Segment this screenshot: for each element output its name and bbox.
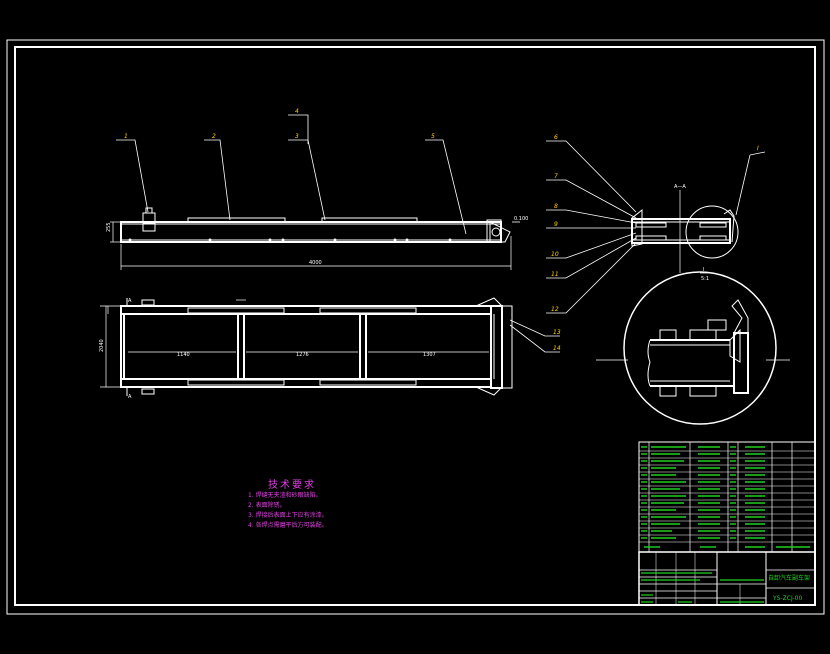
dim-height: 255: [106, 222, 112, 232]
labels: 1 2 4 3 5 6 7 8 9 10 11 12 13 14 I: [124, 108, 759, 352]
dim-overall-length: 4000: [309, 260, 322, 266]
requirement-1: 1. 焊缝无夹渣和砂眼缺陷。: [248, 492, 322, 499]
label-8: 8: [554, 203, 558, 210]
section-view: [631, 151, 766, 274]
elevation-leaders: [116, 114, 520, 235]
requirement-4: 4. 各焊点需磨平后方可装配。: [248, 522, 328, 529]
label-2: 2: [212, 133, 216, 140]
outer-border: [6, 39, 825, 615]
label-11: 11: [551, 271, 559, 278]
label-5: 5: [431, 133, 435, 140]
label-10: 10: [551, 251, 559, 258]
section-mark-labels: A—A A A I 5:1: [128, 184, 709, 400]
dim-bay-2: 1276: [296, 352, 309, 358]
detail-label: I: [703, 267, 704, 273]
label-4: 4: [295, 108, 299, 115]
label-9: 9: [554, 221, 558, 228]
parts-list: [638, 441, 816, 553]
drawing-number: YS-ZCJ-00: [772, 595, 802, 602]
inner-border: [14, 46, 816, 606]
elevation-view: [110, 207, 512, 270]
section-mark-bottom: A: [128, 394, 132, 400]
label-12: 12: [551, 306, 559, 313]
drawing-title: 自卸汽车副车架: [768, 574, 810, 582]
label-13: 13: [553, 329, 561, 336]
technical-requirements: 技术要求 1. 焊缝无夹渣和砂眼缺陷。 2. 表面除锈。 3. 焊接后表面上下应…: [248, 476, 328, 531]
dim-bay-3: 1307: [423, 352, 436, 358]
technical-requirements-title: 技术要求: [268, 480, 316, 491]
detail-leaders: [546, 140, 637, 314]
label-3: 3: [295, 133, 299, 140]
detail-view: [596, 271, 790, 425]
section-mark-top: A: [128, 298, 132, 304]
dim-bay-1: 1140: [177, 352, 190, 358]
title-block: [638, 551, 816, 606]
requirement-3: 3. 焊接后表面上下应有涂漆。: [248, 512, 328, 519]
dimension-labels: 4000 255 2040 1140 1276 1307 0.100: [99, 216, 528, 358]
title-block-text: 自卸汽车副车架 YS-ZCJ-00: [768, 574, 810, 602]
label-7: 7: [554, 173, 558, 180]
dim-plan-width: 2040: [99, 339, 105, 352]
section-title: A—A: [674, 184, 686, 190]
plan-view: [100, 297, 560, 396]
dim-weld: 0.100: [514, 216, 528, 222]
detail-scale: 5:1: [701, 276, 709, 282]
label-1: 1: [124, 133, 128, 140]
detail-callout-label: I: [757, 145, 759, 152]
label-14: 14: [553, 345, 561, 352]
label-6: 6: [554, 134, 558, 141]
requirement-2: 2. 表面除锈。: [248, 502, 286, 509]
